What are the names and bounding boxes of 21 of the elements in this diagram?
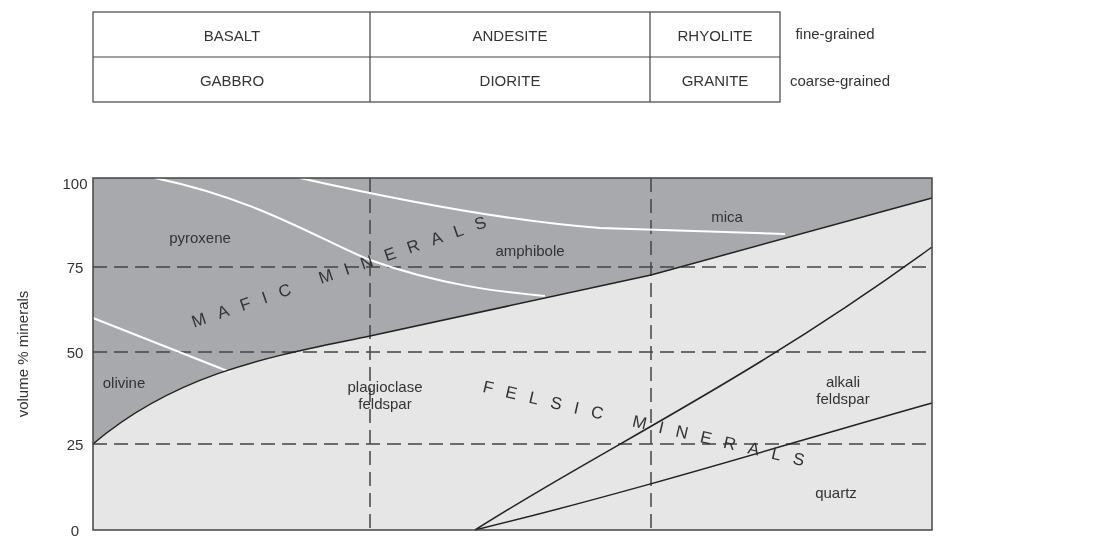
axis-tick-label: 50 — [66, 343, 84, 361]
axis-tick-label: 25 — [66, 435, 84, 453]
mineral-label: olivine — [102, 373, 146, 391]
rock-name: GABBRO — [199, 71, 265, 89]
mineral-label: plagioclase feldspar — [346, 378, 424, 412]
axis-title: volume % minerals — [13, 290, 31, 418]
rock-name: GRANITE — [681, 71, 749, 89]
axis-tick-label: 0 — [70, 521, 80, 539]
mineral-label: mica — [711, 207, 743, 225]
mineral-label: amphibole — [495, 241, 565, 259]
rock-name: BASALT — [203, 26, 261, 44]
axis-tick-label: 75 — [66, 258, 84, 276]
axis-tick-label: 100 — [62, 174, 88, 192]
rock-name: DIORITE — [479, 71, 541, 89]
mineral-label: alkali feldspar — [815, 373, 871, 407]
mineral-label: quartz — [815, 483, 857, 501]
grain-size-label: fine-grained — [795, 24, 875, 42]
grain-size-label: coarse-grained — [789, 71, 891, 89]
mineral-label: pyroxene — [169, 228, 231, 246]
rock-name: RHYOLITE — [677, 26, 753, 44]
rock-name: ANDESITE — [472, 26, 548, 44]
